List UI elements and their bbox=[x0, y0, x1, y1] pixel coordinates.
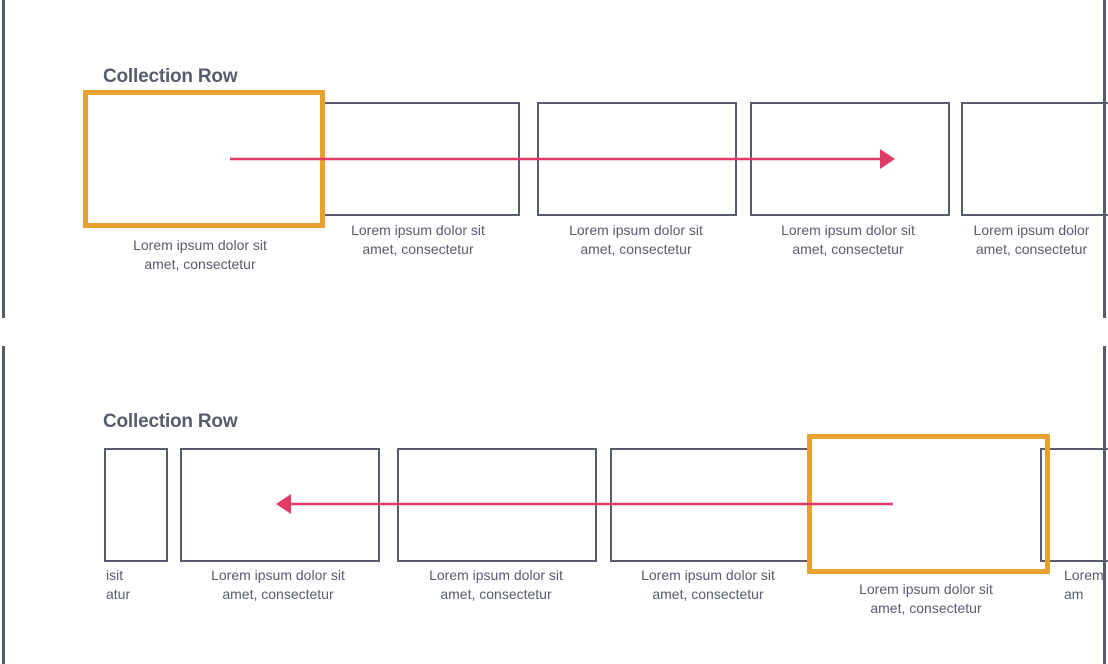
caption-line-2: amet, consectetur bbox=[652, 586, 764, 602]
caption-line-2: amet, consectetur bbox=[870, 600, 982, 616]
row-title: Collection Row bbox=[103, 66, 238, 87]
caption-line-2: amet, consectetur bbox=[222, 586, 334, 602]
tile-caption-partial: isit atur bbox=[106, 566, 166, 604]
caption-line-1: Lorem ipsum dolor sit bbox=[351, 222, 485, 238]
collection-tile-partial[interactable] bbox=[1040, 448, 1108, 562]
collection-tile[interactable] bbox=[961, 102, 1108, 216]
caption-line-1: Lorem ipsum dolor sit bbox=[211, 567, 345, 583]
caption-line-2: amet, consectetur bbox=[440, 586, 552, 602]
frame-edge-left bbox=[2, 346, 5, 664]
caption-line-1: Lorem ipsum dolor sit bbox=[429, 567, 563, 583]
caption-line-1: Lorem ipsum dolor bbox=[973, 222, 1090, 238]
tile-caption: Lorem ipsum dolor sit amet, consectetur bbox=[178, 566, 378, 604]
frame-edge-right bbox=[1103, 346, 1106, 664]
tile-caption: Lorem ipsum dolor sit amet, consectetur bbox=[318, 221, 518, 259]
caption-line-1: Lorem ipsum dolor sit bbox=[641, 567, 775, 583]
collection-row-frame-1: Collection Row Lorem ipsum dolor sit ame… bbox=[0, 0, 1108, 318]
caption-line-1: Lorem ipsum dolor sit bbox=[781, 222, 915, 238]
scroll-left-arrow bbox=[276, 494, 893, 514]
tile-caption: Lorem ipsum dolor sit amet, consectetur bbox=[100, 236, 300, 274]
caption-line-1: Lorem ipsum dolor sit bbox=[133, 237, 267, 253]
caption-line-2: amet, consectetur bbox=[144, 256, 256, 272]
frame-edge-right bbox=[1103, 0, 1106, 318]
caption-line-2: amet, consectetur bbox=[975, 241, 1088, 257]
caption-line-2: am bbox=[1064, 586, 1084, 602]
caption-line-2: amet, consectetur bbox=[362, 241, 474, 257]
tile-caption: Lorem ipsum dolor amet, consectetur bbox=[960, 221, 1103, 259]
caption-line-1: isit bbox=[106, 567, 124, 583]
tile-caption: Lorem ipsum dolor sit amet, consectetur bbox=[396, 566, 596, 604]
caption-line-1: Lorem ipsum dolor sit bbox=[569, 222, 703, 238]
frame-edge-left bbox=[2, 0, 5, 318]
collection-row-frame-2: Collection Row isit atur Lorem ipsum dol… bbox=[0, 346, 1108, 664]
collection-tile-partial[interactable] bbox=[104, 448, 168, 562]
caption-line-1: Lorem bbox=[1064, 567, 1104, 583]
tile-caption-partial: Lorem am bbox=[1064, 566, 1104, 604]
caption-line-2: amet, consectetur bbox=[580, 241, 692, 257]
caption-line-2: amet, consectetur bbox=[792, 241, 904, 257]
tile-caption: Lorem ipsum dolor sit amet, consectetur bbox=[536, 221, 736, 259]
tile-caption: Lorem ipsum dolor sit amet, consectetur bbox=[608, 566, 808, 604]
tile-caption: Lorem ipsum dolor sit amet, consectetur bbox=[826, 580, 1026, 618]
tile-caption: Lorem ipsum dolor sit amet, consectetur bbox=[748, 221, 948, 259]
caption-line-2: atur bbox=[106, 586, 131, 602]
caption-line-1: Lorem ipsum dolor sit bbox=[859, 581, 993, 597]
row-title: Collection Row bbox=[103, 411, 238, 432]
scroll-right-arrow bbox=[230, 149, 895, 169]
